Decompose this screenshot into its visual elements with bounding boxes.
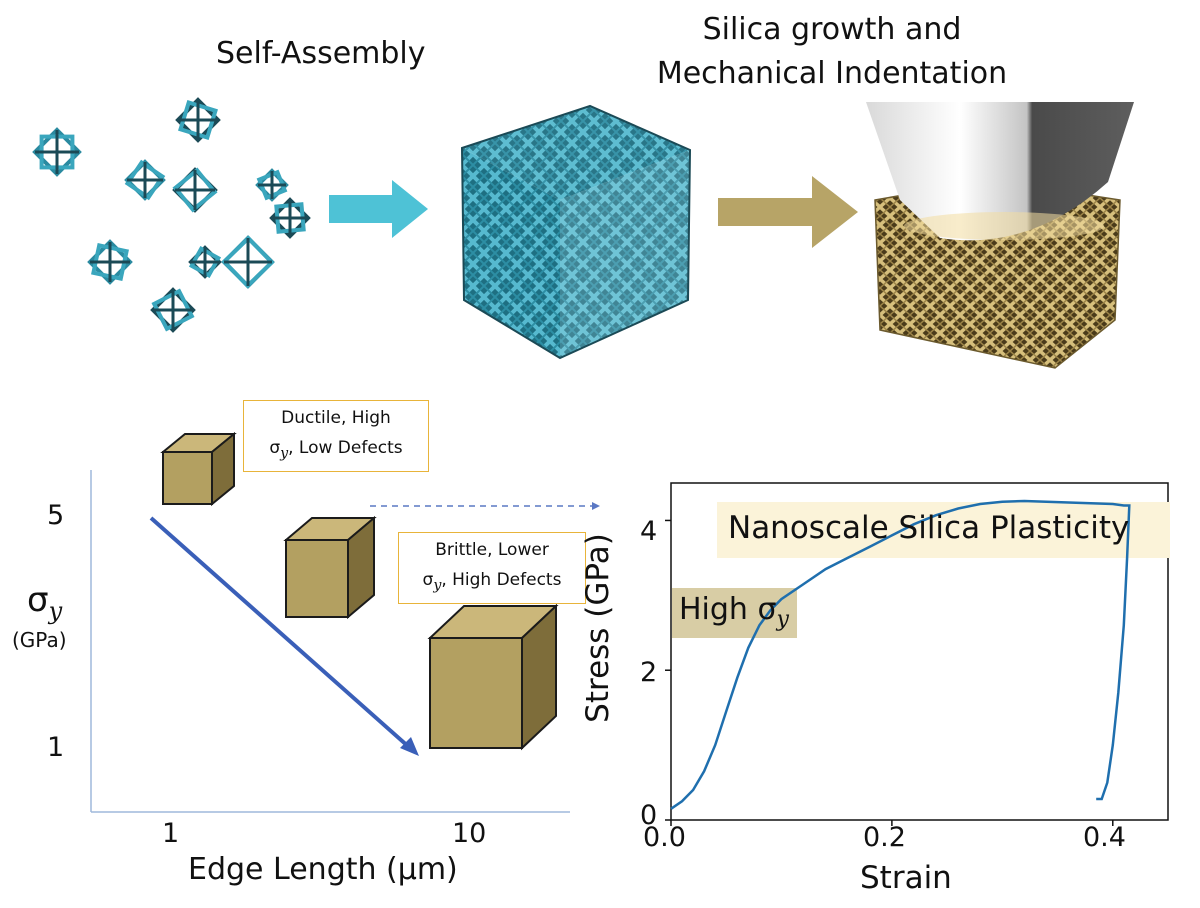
right-x-tick-04: 0.4 [1083, 822, 1126, 853]
medium-cube [283, 515, 377, 620]
y-sigma: σ [27, 580, 49, 620]
octahedron-particle [269, 197, 311, 239]
silica-growth-title: Silica growth and Mechanical Indentation [652, 8, 1012, 96]
left-y-tick-5: 5 [47, 500, 65, 531]
right-x-tick-02: 0.2 [863, 822, 906, 853]
nanoscale-annotation: Nanoscale Silica Plasticity [728, 510, 1130, 546]
ductile-line2-text: , Low Defects [288, 438, 403, 458]
octahedron-particle [124, 159, 166, 201]
brittle-line2-text: , High Defects [441, 570, 562, 590]
octahedron-particle [255, 168, 289, 202]
brittle-line2: σy, High Defects [405, 565, 579, 600]
left-x-tick-1: 1 [162, 818, 180, 849]
left-x-axis-label: Edge Length (μm) [188, 852, 458, 887]
right-y-axis-label: Stress (GPa) [580, 533, 616, 723]
octahedron-particle [188, 245, 222, 279]
brittle-annotation-box: Brittle, Lower σy, High Defects [398, 532, 586, 604]
self-assembly-arrow [329, 180, 428, 238]
right-y-tick-2: 2 [640, 657, 658, 688]
ductile-annotation-box: Ductile, High σy, Low Defects [243, 400, 429, 472]
brittle-line1: Brittle, Lower [435, 540, 549, 560]
stress-strain-plot-frame [670, 482, 1169, 821]
octahedron-particle [32, 127, 82, 177]
silica-title-line2: Mechanical Indentation [656, 56, 1008, 91]
size-trend-arrow [149, 516, 412, 750]
octahedra-particles [32, 97, 311, 333]
left-y-axis-label: σy [27, 580, 62, 625]
high-sigma-sub: y [776, 607, 789, 632]
right-y-tick-0: 0 [640, 800, 658, 831]
left-y-tick-1: 1 [47, 732, 65, 763]
silica-growth-arrow [718, 176, 858, 248]
left-x-tick-10: 10 [452, 818, 487, 849]
size-trend-arrowhead [400, 737, 419, 756]
sigma-symbol: σ [422, 570, 434, 590]
right-x-tick-0: 0.0 [643, 822, 686, 853]
left-y-axis-unit: (GPa) [12, 628, 67, 652]
octahedron-particle [172, 167, 218, 213]
indenter-tip [866, 102, 1134, 241]
sigma-subscript: y [433, 577, 442, 594]
large-cube [427, 603, 559, 751]
right-y-tick-4: 4 [640, 516, 658, 547]
stress-strain-ticks [665, 519, 1114, 826]
teal-lattice-cube [460, 104, 692, 360]
octahedron-particle [150, 287, 196, 333]
right-x-axis-label: Strain [860, 860, 952, 896]
stress-strain-curve [670, 499, 1131, 810]
ductile-line1: Ductile, High [281, 408, 391, 428]
high-sigma-annotation: High σy [679, 592, 789, 632]
sigma-symbol: σ [269, 438, 281, 458]
small-cube [160, 431, 237, 507]
y-sigma-sub: y [48, 596, 63, 625]
high-sigma-text: High σ [679, 592, 777, 627]
octahedron-particle [87, 239, 133, 285]
octahedron-particle [221, 235, 275, 289]
silica-title-line1: Silica growth and [702, 12, 962, 47]
self-assembly-title: Self-Assembly [216, 36, 426, 71]
dashed-connector-head [592, 502, 600, 510]
ductile-line2: σy, Low Defects [250, 433, 422, 468]
high-sigma-highlight [672, 588, 797, 638]
nanoscale-highlight [717, 502, 1170, 558]
sigma-subscript: y [280, 445, 289, 462]
octahedron-particle [175, 97, 221, 143]
